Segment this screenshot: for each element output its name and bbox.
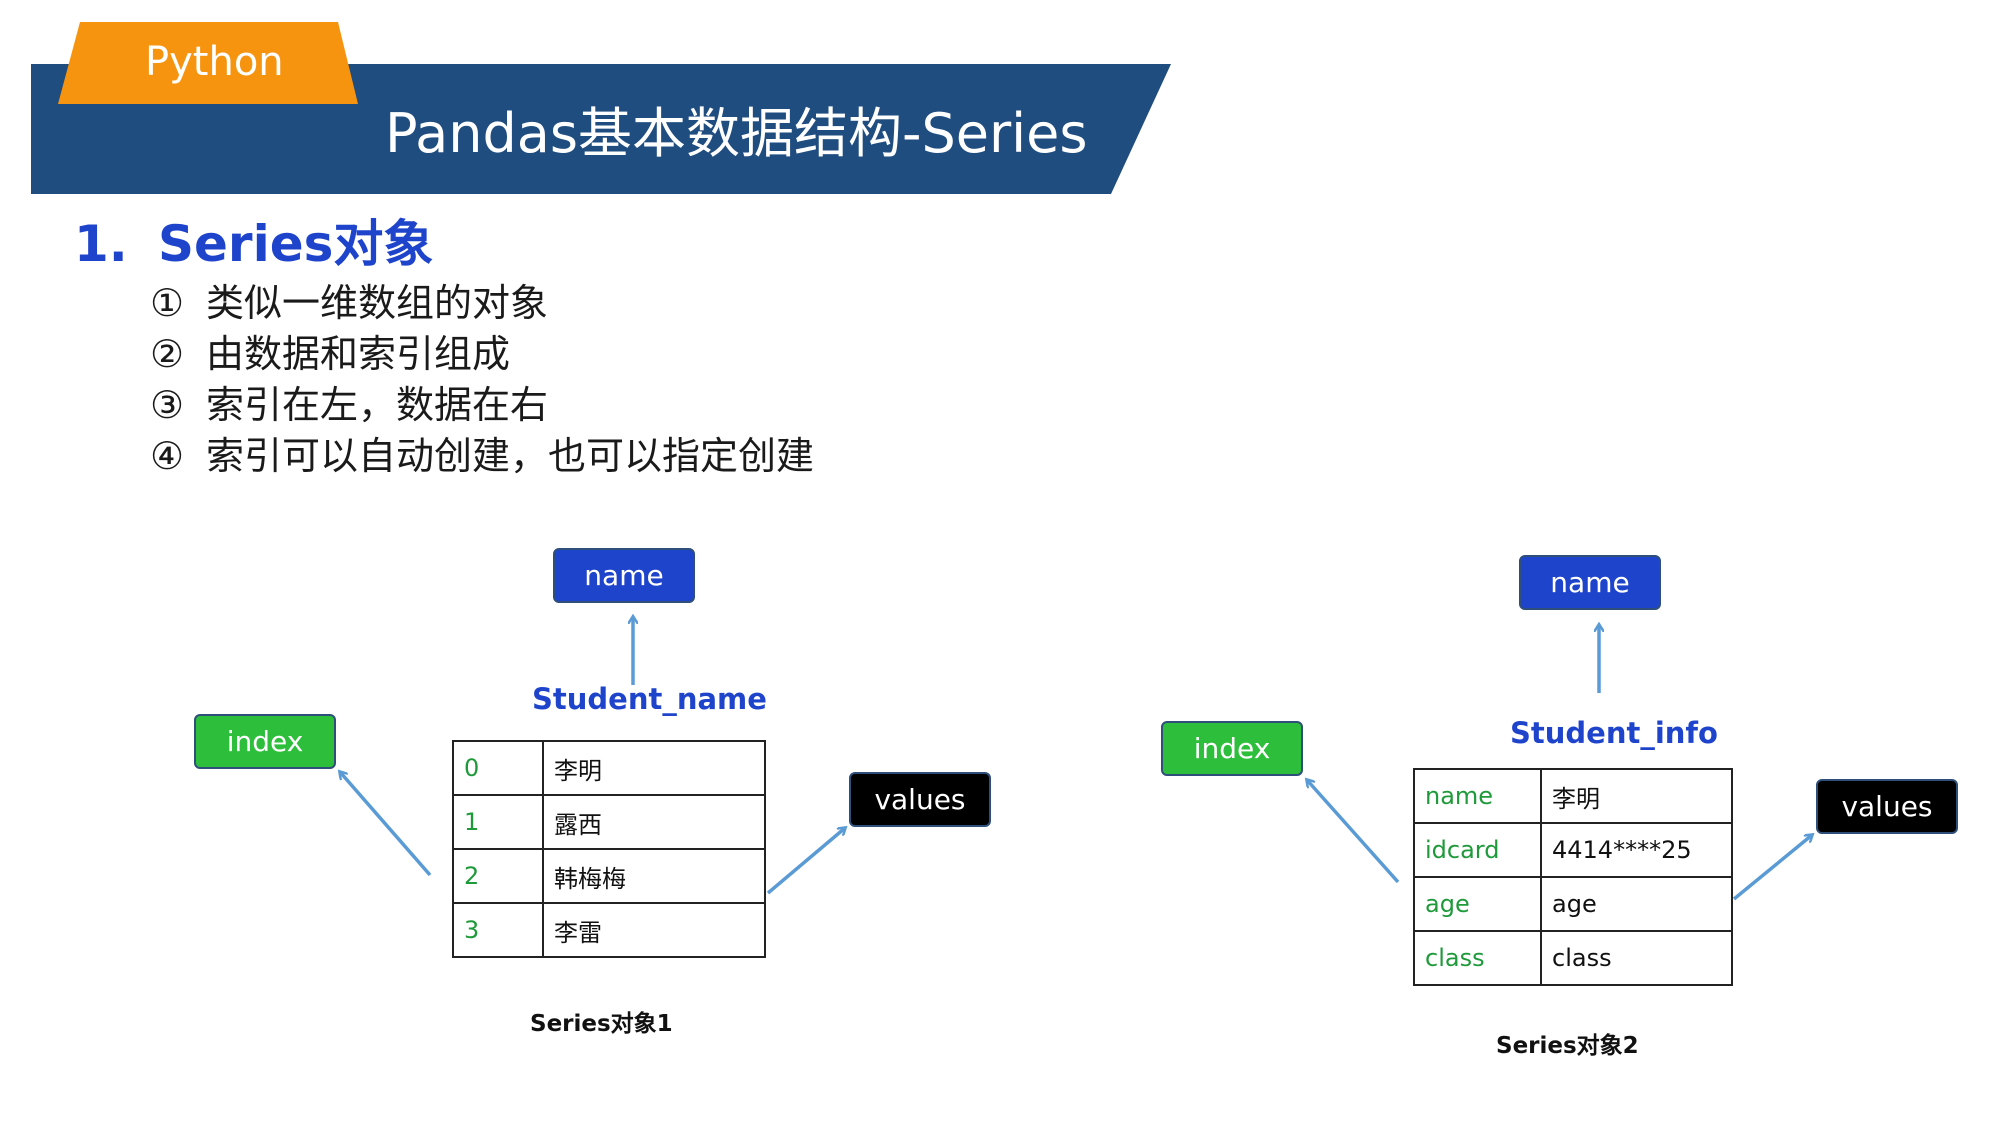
diagram-caption: Series对象1: [530, 1011, 673, 1037]
list-item: ③ 索引在左，数据在右: [150, 380, 814, 431]
index-cell: idcard: [1413, 822, 1542, 878]
value-cell: 李雷: [542, 902, 766, 958]
table-row: age age: [1413, 876, 1733, 932]
bullet-list: ① 类似一维数组的对象 ② 由数据和索引组成 ③ 索引在左，数据在右 ④ 索引可以自动创…: [150, 278, 814, 482]
index-cell: 3: [452, 902, 544, 958]
bullet-number: ④: [150, 434, 185, 478]
value-cell: 李明: [1540, 768, 1733, 824]
table-row: class class: [1413, 930, 1733, 986]
name-label-box: name: [553, 548, 695, 603]
values-arrow: [766, 828, 845, 895]
series-table: 0 李明 1 露西 2 韩梅梅 3 李雷: [452, 740, 766, 958]
index-arrow: [1307, 780, 1400, 884]
table-row: 1 露西: [452, 794, 766, 850]
tab-label: Python: [145, 39, 284, 85]
table-row: name 李明: [1413, 768, 1733, 824]
series-table: name 李明 idcard 4414****25 age age class …: [1413, 768, 1733, 986]
value-cell: age: [1540, 876, 1733, 932]
value-cell: 韩梅梅: [542, 848, 766, 904]
series-name: Student_name: [532, 682, 767, 716]
diagram-caption: Series对象2: [1496, 1033, 1639, 1059]
index-label-box: index: [194, 714, 336, 769]
list-item: ④ 索引可以自动创建，也可以指定创建: [150, 431, 814, 482]
section-title: 1. Series对象: [74, 212, 433, 276]
bullet-text: 由数据和索引组成: [206, 332, 511, 376]
bullet-text: 索引在左，数据在右: [206, 383, 549, 427]
section-title-text: Series对象: [158, 215, 434, 273]
index-cell: 1: [452, 794, 544, 850]
values-label-box: values: [1816, 779, 1958, 834]
value-cell: class: [1540, 930, 1733, 986]
name-label-box: name: [1519, 555, 1661, 610]
series-name: Student_info: [1510, 716, 1718, 750]
table-row: 0 李明: [452, 740, 766, 796]
index-arrow: [340, 772, 432, 877]
value-cell: 露西: [542, 794, 766, 850]
list-item: ① 类似一维数组的对象: [150, 278, 814, 329]
table-row: idcard 4414****25: [1413, 822, 1733, 878]
bullet-number: ③: [150, 383, 185, 427]
table-row: 2 韩梅梅: [452, 848, 766, 904]
index-cell: age: [1413, 876, 1542, 932]
table-row: 3 李雷: [452, 902, 766, 958]
index-cell: class: [1413, 930, 1542, 986]
list-item: ② 由数据和索引组成: [150, 329, 814, 380]
section-number: 1.: [74, 215, 128, 273]
index-cell: 0: [452, 740, 544, 796]
bullet-text: 索引可以自动创建，也可以指定创建: [206, 434, 815, 478]
values-label-box: values: [849, 772, 991, 827]
bullet-number: ②: [150, 332, 185, 376]
page-title: Pandas基本数据结构-Series: [385, 102, 1088, 165]
value-cell: 李明: [542, 740, 766, 796]
index-label-box: index: [1161, 721, 1303, 776]
python-tab: [58, 22, 358, 104]
index-cell: 2: [452, 848, 544, 904]
index-cell: name: [1413, 768, 1542, 824]
bullet-text: 类似一维数组的对象: [206, 281, 549, 325]
bullet-number: ①: [150, 281, 185, 325]
values-arrow: [1732, 835, 1812, 901]
value-cell: 4414****25: [1540, 822, 1733, 878]
